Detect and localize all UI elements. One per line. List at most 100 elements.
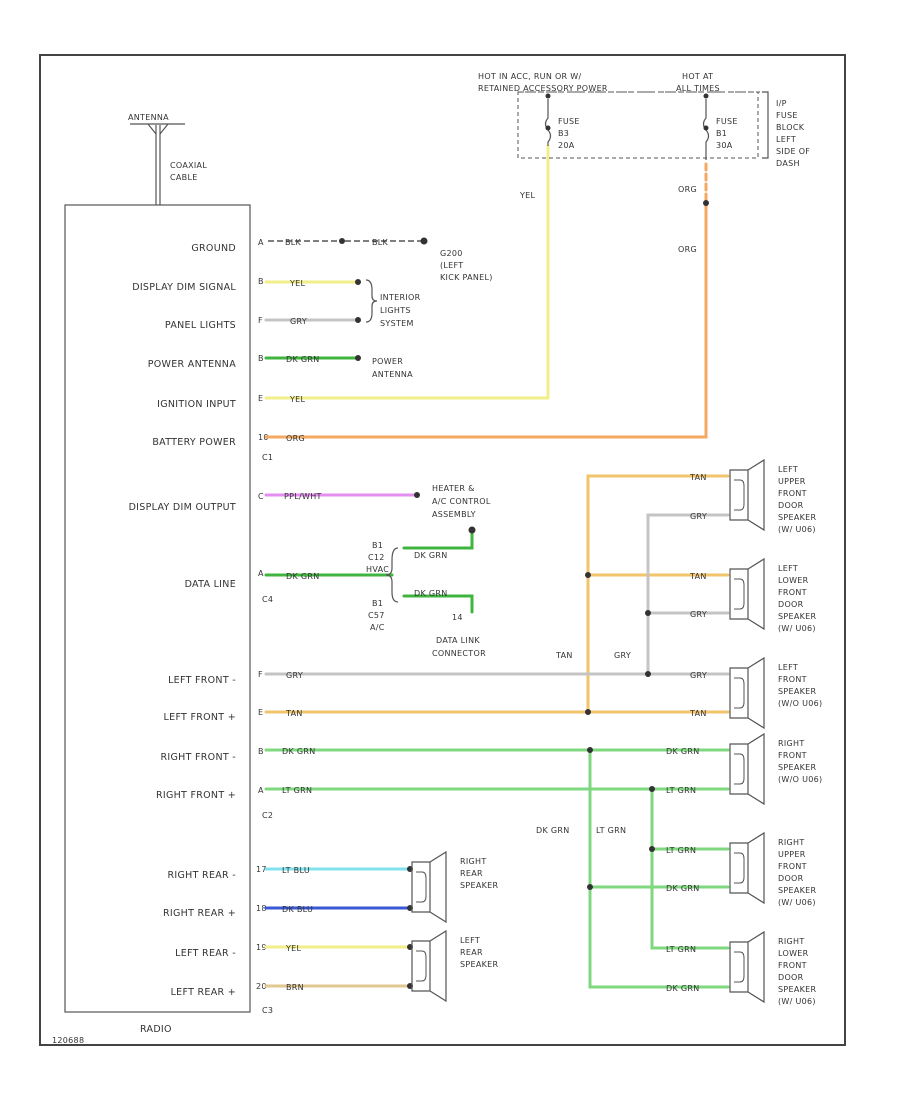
left-front-speaker-label: LEFT	[778, 663, 798, 672]
coax-label-1: COAXIAL	[170, 161, 207, 170]
wire-label: DK GRN	[286, 572, 320, 581]
term-ground: GROUND	[191, 243, 236, 254]
term-right-front-pos: RIGHT FRONT +	[156, 790, 236, 801]
right-lower-front-door-speaker-label: RIGHT	[778, 937, 805, 946]
term-right-front-neg: RIGHT FRONT -	[160, 752, 236, 763]
pin-label: B	[258, 277, 264, 286]
radio-box	[64, 204, 251, 1013]
hvac-top-3: HVAC	[366, 565, 389, 574]
left-upper-front-door-speaker-label: UPPER	[778, 477, 806, 486]
right-rear-speaker-label: RIGHT	[460, 857, 487, 866]
right-lower-front-door-speaker-label: DOOR	[778, 973, 804, 982]
hvac-label-1: HEATER &	[432, 484, 475, 493]
hvac-label-2: A/C CONTROL	[432, 497, 491, 506]
radio-connectors: C1 C4 C2 C3	[249, 232, 273, 1015]
left-rear-speaker-label: REAR	[460, 948, 483, 957]
interior-lights-system: INTERIOR LIGHTS SYSTEM	[365, 279, 420, 328]
fuse1-label-2: B3	[558, 129, 569, 138]
wire-label: LT GRN	[666, 786, 696, 795]
left-lower-front-door-speaker-label: FRONT	[778, 588, 807, 597]
fuse-block: HOT IN ACC, RUN OR W/ RETAINED ACCESSORY…	[478, 72, 810, 168]
hvac-bot-2: C57	[368, 611, 385, 620]
connector-c3: C3	[262, 1006, 273, 1015]
wire-label: DK GRN	[282, 747, 316, 756]
hvac-bot-1: B1	[372, 599, 383, 608]
fuse2-label-3: 30A	[716, 141, 733, 150]
power-antenna-label-2: ANTENNA	[372, 370, 413, 379]
antenna: ANTENNA COAXIAL CABLE	[128, 113, 207, 205]
power-antenna-label-1: POWER	[372, 357, 403, 366]
right-upper-front-door-speaker-label: FRONT	[778, 862, 807, 871]
connector-c2: C2	[262, 811, 273, 820]
pin-label: 10	[258, 433, 269, 442]
ground-loc-2: KICK PANEL)	[440, 273, 493, 282]
term-right-rear-pos: RIGHT REAR +	[163, 908, 236, 919]
term-battery-power: BATTERY POWER	[152, 437, 236, 448]
wire-label: TAN	[689, 572, 707, 581]
right-front-speaker-label: (W/O U06)	[778, 775, 822, 784]
radio-label: RADIO	[140, 1024, 172, 1035]
fuse-block-label-2: FUSE	[776, 111, 798, 120]
pin-labels: A B F B E 10 C A F E B A 17 18 19 20	[256, 238, 269, 991]
pin-label: F	[258, 316, 263, 325]
term-left-front-pos: LEFT FRONT +	[164, 712, 236, 723]
term-power-antenna: POWER ANTENNA	[148, 359, 236, 370]
term-right-rear-neg: RIGHT REAR -	[168, 870, 236, 881]
wire-label: TAN	[285, 709, 303, 718]
right-front-speaker-label: FRONT	[778, 751, 807, 760]
right-upper-front-door-speaker-label: (W/ U06)	[778, 898, 816, 907]
connector-c1: C1	[262, 453, 273, 462]
left-lower-front-door-speaker-label: (W/ U06)	[778, 624, 816, 633]
wire-label: DK GRN	[666, 884, 700, 893]
wire-label: GRY	[690, 512, 707, 521]
dlc-label-1: DATA LINK	[436, 636, 480, 645]
ground-loc-1: (LEFT	[440, 261, 463, 270]
pin-label: 17	[256, 865, 267, 874]
pin-label: A	[258, 569, 264, 578]
fuse1-label-3: 20A	[558, 141, 575, 150]
wire-label: DK GRN	[666, 984, 700, 993]
left-front-speaker-label: FRONT	[778, 675, 807, 684]
fuse-header-right-1: HOT AT	[682, 72, 713, 81]
coax-label-2: CABLE	[170, 173, 198, 182]
left-upper-front-door-speaker-label: SPEAKER	[778, 513, 817, 522]
term-left-front-neg: LEFT FRONT -	[168, 675, 236, 686]
wire-label-blk-2: BLK	[372, 238, 389, 247]
wire-display-dim-signal: YEL	[264, 279, 361, 288]
fuse-block-label-1: I/P	[776, 99, 787, 108]
pin-label: F	[258, 670, 263, 679]
fuse-block-label-6: DASH	[776, 159, 800, 168]
wire-label-blk: BLK	[285, 238, 302, 247]
fuse2-label-1: FUSE	[716, 117, 738, 126]
right-upper-front-door-speaker-label: UPPER	[778, 850, 806, 859]
wire-label: DK GRN	[666, 747, 700, 756]
front-speaker-wiring: GRY TAN DK GRN LT GRN TAN GRY DK GRN LT …	[264, 473, 730, 993]
wire-label: LT GRN	[666, 846, 696, 855]
wire-label: GRY	[690, 671, 707, 680]
term-display-dim-output: DISPLAY DIM OUTPUT	[129, 502, 236, 513]
wire-label: YEL	[289, 279, 306, 288]
wire-label: LT BLU	[282, 866, 310, 875]
left-upper-front-door-speaker-label: DOOR	[778, 501, 804, 510]
wire-label: BRN	[286, 983, 304, 992]
right-front-speaker-label: SPEAKER	[778, 763, 817, 772]
hvac-bot-3: A/C	[370, 623, 385, 632]
left-lower-front-door-speaker-label: SPEAKER	[778, 612, 817, 621]
interior-label-3: SYSTEM	[380, 319, 414, 328]
hvac-wire-label-2: DK GRN	[414, 589, 448, 598]
wire-label: YEL	[289, 395, 306, 404]
term-left-rear-pos: LEFT REAR +	[171, 987, 236, 998]
term-left-rear-neg: LEFT REAR -	[175, 948, 236, 959]
wire-label: PPL/WHT	[284, 492, 322, 501]
right-rear-speaker-label: REAR	[460, 869, 483, 878]
bus-label-tan: TAN	[555, 651, 573, 660]
yel-wire-label: YEL	[519, 191, 536, 200]
dlc-pin: 14	[452, 613, 463, 622]
term-panel-lights: PANEL LIGHTS	[165, 320, 236, 331]
